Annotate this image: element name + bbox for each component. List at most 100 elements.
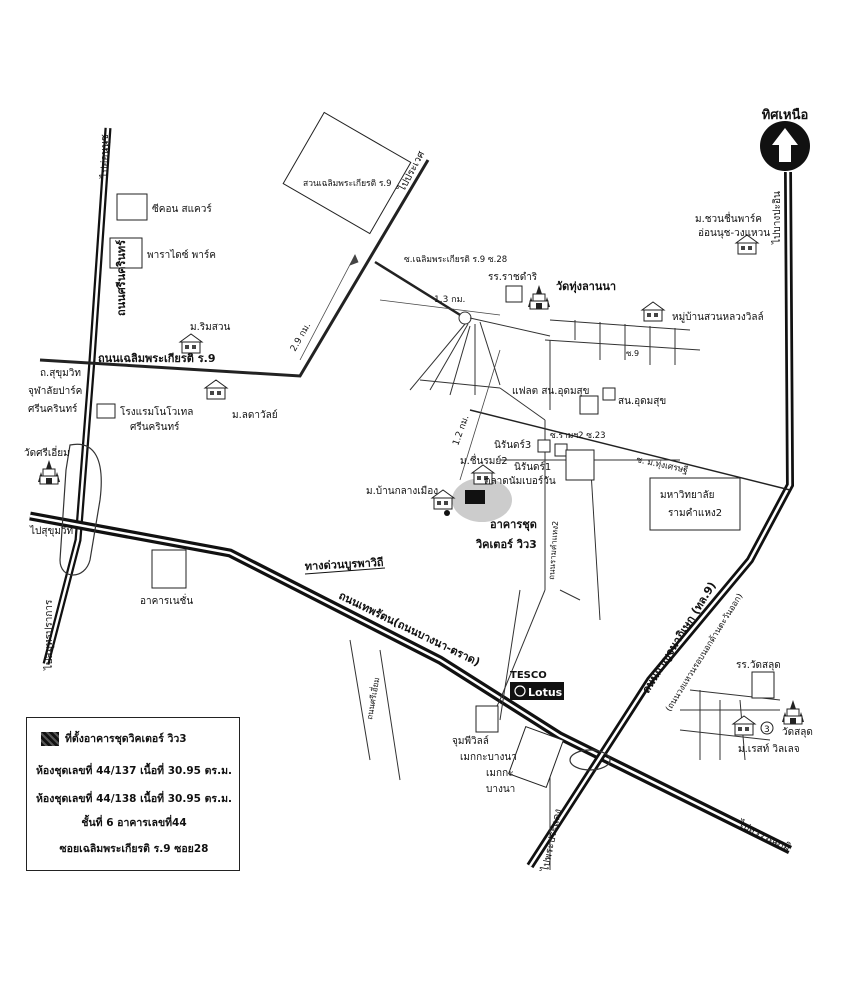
label-rr-wat-salud: รร.วัดสลุด: [736, 660, 781, 671]
label-number-one: ตลาดนัมเบอร์วัน: [484, 475, 556, 487]
label-srinakarin-road: ถนนศรีนครินทร์: [115, 240, 128, 316]
label-niruncorp3: นิรันดร์3: [494, 439, 531, 451]
wat-salud-temple-icon: [781, 699, 805, 725]
label-ban-klang: ม.บ้านกลางเมือง: [366, 485, 438, 497]
interchange: [569, 749, 611, 771]
burapha-pointer: [304, 567, 386, 575]
label-to-bangkapi: ไปบางปะอิน: [771, 191, 783, 245]
nation-building-box: [151, 549, 187, 589]
legend-floor: ชั้นที่ 6 อาคารเลขที่44: [81, 817, 187, 829]
label-chalerm-road: ถนนเฉลิมพระเกียรติ ร.9: [98, 352, 216, 365]
label-niruncorp1: นิรันดร์1: [514, 461, 551, 473]
north-label: ทิศเหนือ: [761, 108, 809, 123]
label-sn-udom: สน.อุดมสุข: [618, 396, 666, 407]
label-building-name2: วิคเตอร์ วิว3: [475, 538, 537, 551]
wat-sri-iam-temple-icon: [37, 459, 61, 485]
sn-udom-box: [602, 387, 616, 401]
chalerm-road: [39, 159, 430, 378]
rr-wat-salud-box: [751, 671, 775, 699]
niruncorp1-box: [554, 443, 568, 457]
label-to-suvarnabhumi: ไปสุวรรณภูมิ: [736, 817, 793, 853]
label-chulalong-park: จุฬาลัยปาร์ค: [28, 385, 82, 397]
label-suanluang-ville: หมู่บ้านสวนหลวงวิลล์: [672, 311, 764, 323]
label-kanchana-road: ถนนกาญจนาภิเษก (ทล.9): [640, 580, 719, 696]
minor-roads: [349, 311, 781, 870]
north-arrow-icon: [760, 121, 810, 171]
kanchanaphisek-road: [526, 171, 795, 869]
soi-28: [374, 260, 466, 320]
label-paradise-park: พาราไดซ์ พาร์ค: [147, 249, 216, 261]
label-to-sukhumvit: ไปสุขุมวิท: [29, 525, 73, 537]
label-soi-chalerm-28: ซ.เฉลิมพระเกียรติ ร.9 ซ.28: [404, 254, 507, 265]
ladawan-house-icon: [204, 379, 228, 400]
novotel-box: [96, 403, 116, 419]
wat-thung-temple-icon: [527, 284, 551, 310]
label-seacon-square: ซีคอน สแควร์: [152, 203, 212, 215]
label-mresh-num: 3: [764, 725, 770, 735]
target-dot: [444, 510, 450, 516]
label-wat-thung: วัดทุ่งลานนา: [556, 280, 616, 294]
label-to-onnut: ไปอ่อนนุช: [99, 134, 111, 179]
label-dist-13: 1.3 กม.: [434, 295, 465, 305]
label-nation-building: อาคารเนชั่น: [140, 593, 193, 607]
label-building-name: อาคารชุด: [490, 518, 537, 532]
label-ramkh2-road: ถนนรามคำแหง2: [547, 521, 560, 581]
label-dist-29: 2.9 กม.: [289, 321, 313, 353]
label-onnut-wongwaen: อ่อนนุช-วงแหวน: [698, 228, 770, 239]
rimsuan-house-icon: [179, 333, 203, 354]
label-novotel-sub: ศรีนครินทร์: [130, 421, 180, 433]
suanluang-house-icon: [641, 301, 665, 322]
label-mega1: เมกกะ: [486, 768, 514, 779]
legend-location: ที่ตั้งอาคารชุดวิคเตอร์ วิว3: [65, 733, 187, 745]
label-sukhumvit-top: ถ.สุขุมวิท: [40, 368, 81, 379]
legend-location-row: ที่ตั้งอาคารชุดวิคเตอร์ วิว3: [27, 730, 241, 747]
rr-racha-box: [505, 285, 523, 303]
distance-arrows: [299, 254, 501, 481]
legend-unit1: ห้องชุดเลขที่ 44/137 เนื้อที่ 30.95 ตร.ม…: [36, 765, 232, 777]
label-sinsuap-road: ถนนศรีเอี่ยม: [363, 676, 381, 720]
legend-unit2: ห้องชุดเลขที่ 44/138 เนื้อที่ 30.95 ตร.ม…: [36, 793, 232, 805]
seacon-square-box: [116, 193, 148, 221]
label-mresh: ม.เรสท์ วิลเลจ: [738, 743, 800, 755]
niruncorp-big-box: [565, 449, 595, 481]
label-wat-salud: วัดสลุด: [782, 727, 813, 738]
mega-box: [508, 726, 564, 788]
location-swatch-icon: [41, 732, 59, 746]
ramkh2-u-box: [649, 477, 741, 531]
label-chuan-park: ม.ชวนชื่นพาร์ค: [695, 211, 762, 225]
label-rr-racha: รร.ราชดำริ: [488, 272, 538, 283]
label-dist-12: 1.2 กม.: [451, 414, 471, 447]
srinakarin-road: [42, 127, 112, 665]
label-wat-sri-iam: วัดศรีเอี่ยม: [24, 445, 70, 459]
label-srinakarin-park: ศรีนครินทร์: [28, 403, 78, 415]
label-ramkh2-u2: รามคำแหง2: [668, 508, 722, 519]
label-soi-ramkh2-23: ซ.รามฯ2 ซ.23: [550, 431, 606, 441]
svg-text:TESCO: TESCO: [510, 670, 547, 681]
label-novotel: โรงแรมโนโวเทล: [120, 405, 193, 418]
legend-soi: ซอยเฉลิมพระเกียรติ ร.9 ซอย28: [59, 843, 209, 855]
label-mega-bangna: เมกกะบางนา: [460, 752, 517, 763]
label-flat: แฟลต สน.อุดมสุข: [512, 386, 589, 397]
ramkh2-soi: [469, 409, 791, 491]
paradise-park-box: [109, 237, 143, 269]
jumpee-box: [475, 705, 499, 733]
label-soi-mark: ซ.9: [626, 349, 639, 358]
label-jumpee: จุมพีวิลล์: [452, 735, 489, 747]
label-to-samutprakan: ไปสมุทรปราการ: [43, 599, 55, 671]
mresh-house-icon: [732, 715, 756, 736]
label-bangna-road: ถนนเทพรัตน(ถนนบางนา-ตราด): [337, 589, 482, 669]
label-mega2: บางนา: [486, 784, 515, 795]
niruncorp3-box: [537, 439, 551, 453]
label-ladawan: ม.ลดาวัลย์: [232, 409, 278, 421]
label-rimsuan: ม.ริมสวน: [190, 322, 230, 333]
svg-text:Lotus: Lotus: [528, 686, 563, 699]
tesco-lotus-logo: TESCO Lotus: [510, 670, 564, 700]
label-cheenrom2: ม.ชื่นรมย์2: [460, 453, 508, 467]
mresh-num-badge: [760, 721, 774, 735]
label-ramkh2-u: มหาวิทยาลัย: [660, 490, 714, 501]
flat-box: [579, 395, 599, 415]
target-building: [465, 490, 485, 504]
legend-box: ที่ตั้งอาคารชุดวิคเตอร์ วิว3 ห้องชุดเลขท…: [26, 717, 240, 871]
rama9-park-box: [282, 111, 412, 235]
